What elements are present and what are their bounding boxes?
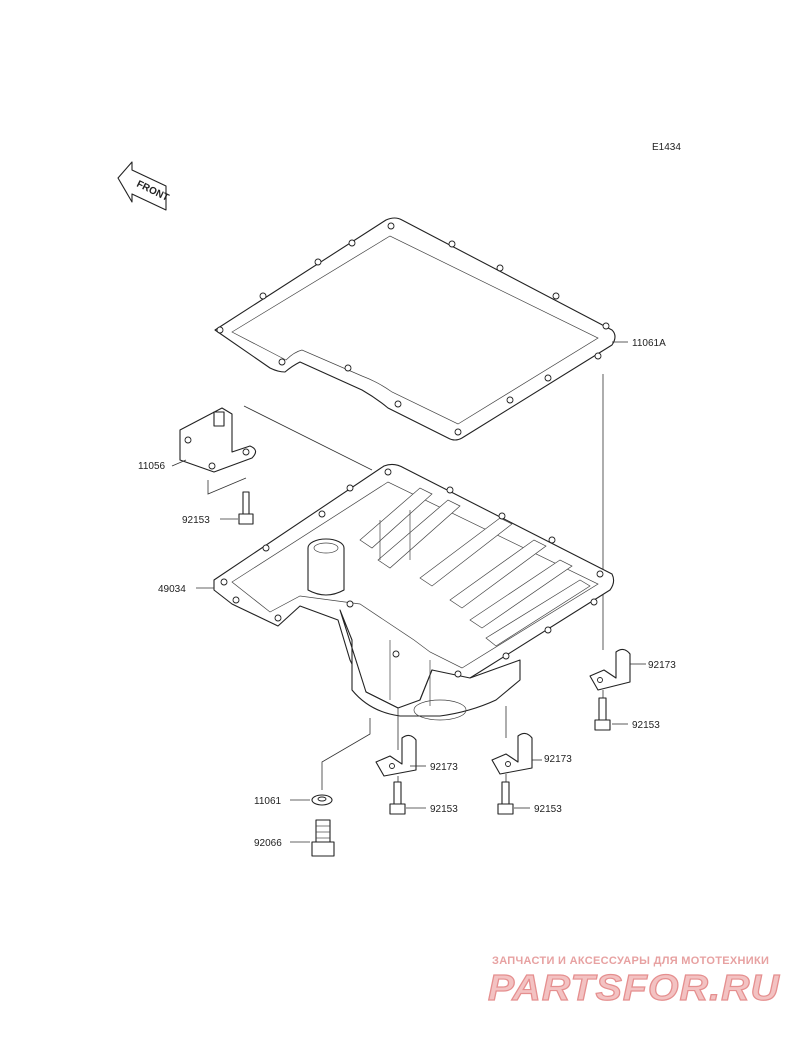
drain-plug-92066[interactable] xyxy=(311,819,335,857)
clamp-92173-lower-right[interactable] xyxy=(491,732,533,775)
bolt-92153-center[interactable] xyxy=(389,781,406,815)
label-49034: 49034 xyxy=(158,584,186,595)
label-11056: 11056 xyxy=(138,461,166,472)
label-92153-lower-right: 92153 xyxy=(534,804,562,815)
label-92173-center: 92173 xyxy=(430,762,458,773)
label-92153-upper: 92153 xyxy=(182,515,210,526)
washer-11061[interactable] xyxy=(311,794,333,806)
label-92173-lower-right: 92173 xyxy=(544,754,572,765)
watermark-logo: ЗАПЧАСТИ И АКСЕССУАРЫ ДЛЯ МОТОТЕХНИКИ PA… xyxy=(487,955,780,1009)
label-92066: 92066 xyxy=(254,838,282,849)
bolt-92153-lower-right[interactable] xyxy=(497,781,514,815)
label-92153-right: 92153 xyxy=(632,720,660,731)
clamp-92173-center[interactable] xyxy=(375,734,417,777)
bolt-92153-right[interactable] xyxy=(594,697,611,731)
label-11061a: 11061A xyxy=(632,338,666,349)
clamp-92173-right[interactable] xyxy=(589,648,631,691)
gasket-11061a[interactable] xyxy=(214,217,616,441)
watermark-tagline: ЗАПЧАСТИ И АКСЕССУАРЫ ДЛЯ МОТОТЕХНИКИ xyxy=(492,955,769,967)
label-92153-center: 92153 xyxy=(430,804,458,815)
label-11061: 11061 xyxy=(254,796,282,807)
label-92173-right: 92173 xyxy=(648,660,676,671)
oil-pan-49034[interactable] xyxy=(213,463,615,721)
diagram-code: E1434 xyxy=(652,142,681,153)
bracket-11056[interactable] xyxy=(179,407,257,473)
bolt-92153-upper[interactable] xyxy=(238,491,254,525)
front-arrow-icon: FRONT xyxy=(117,161,170,211)
watermark-logo-text: PARTSFOR.RU xyxy=(488,967,780,1008)
